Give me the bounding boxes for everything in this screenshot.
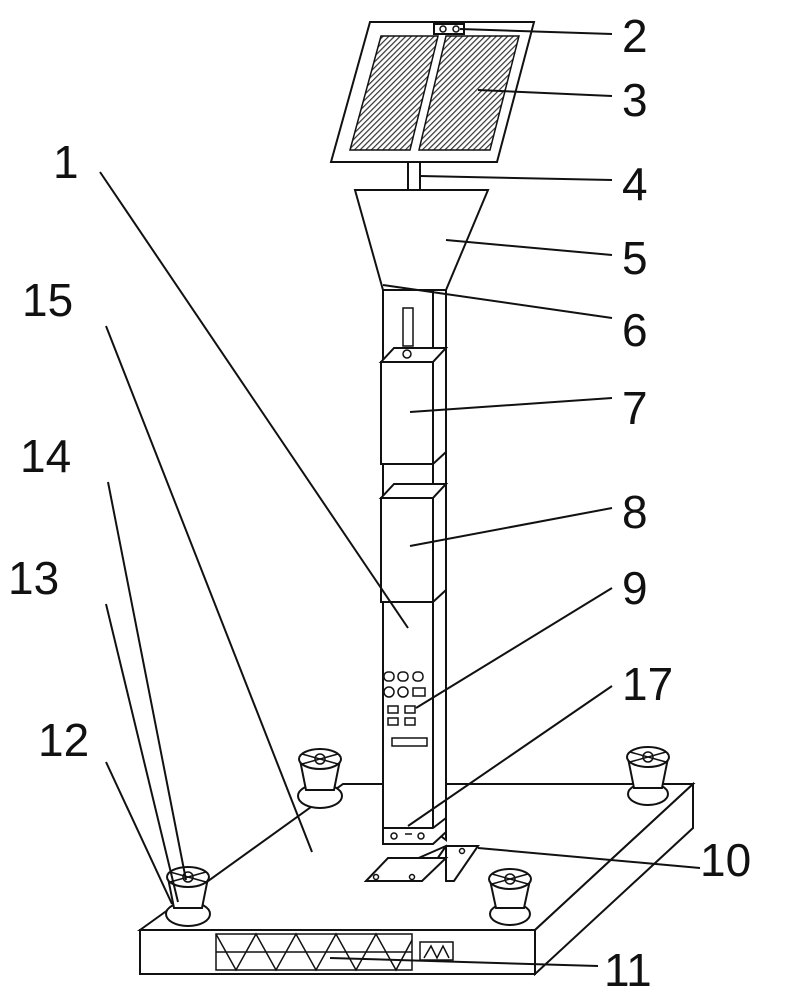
- callout-5: 5: [622, 232, 648, 284]
- battery-box: [381, 484, 446, 602]
- suction-cup: [627, 747, 669, 805]
- callout-8: 8: [622, 486, 648, 538]
- controller-box: [381, 348, 446, 464]
- callout-11: 11: [604, 944, 652, 996]
- callout-15: 15: [22, 274, 73, 326]
- lamp-head: [355, 190, 488, 290]
- suction-cup: [489, 869, 531, 925]
- suction-cup: [298, 749, 342, 808]
- callout-7: 7: [622, 382, 648, 434]
- callout-6: 6: [622, 304, 648, 356]
- callout-12: 12: [38, 714, 89, 766]
- callout-13: 13: [8, 552, 59, 604]
- callout-10: 10: [700, 834, 751, 886]
- panel-hinge: [434, 24, 464, 34]
- callout-1: 1: [53, 136, 79, 188]
- callout-2: 2: [622, 10, 648, 62]
- callout-9: 9: [622, 562, 648, 614]
- callout-14: 14: [20, 430, 71, 482]
- callout-4: 4: [622, 158, 648, 210]
- callout-3: 3: [622, 74, 648, 126]
- panel-support-rod: [408, 162, 420, 190]
- callout-17: 17: [622, 658, 673, 710]
